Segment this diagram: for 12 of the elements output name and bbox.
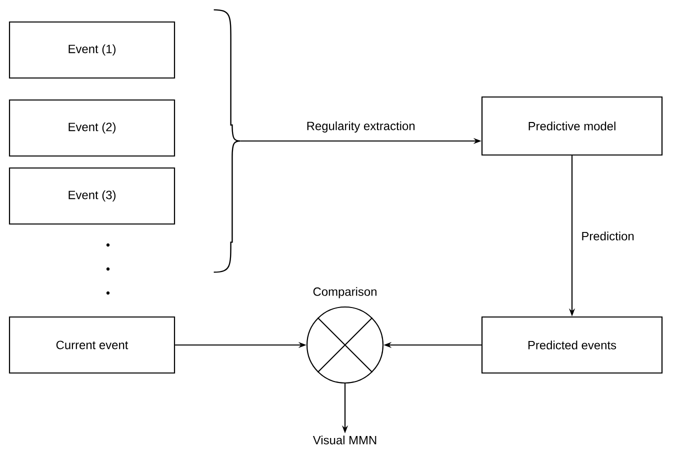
brace [214,9,241,273]
output-label: Visual MMN [312,436,376,444]
edge-label: Prediction [580,230,636,242]
process-box: Event (1) [8,21,176,79]
edge-label: Regularity extraction [305,120,416,134]
comparator-circle [306,306,384,384]
node-caption: Comparison [313,287,376,298]
process-box: Predicted events [481,316,663,374]
process-box: Event (2) [8,99,176,157]
process-box: Event (3) [8,167,176,225]
process-box: Current event [8,316,176,374]
process-box: Predictive model [481,96,663,156]
